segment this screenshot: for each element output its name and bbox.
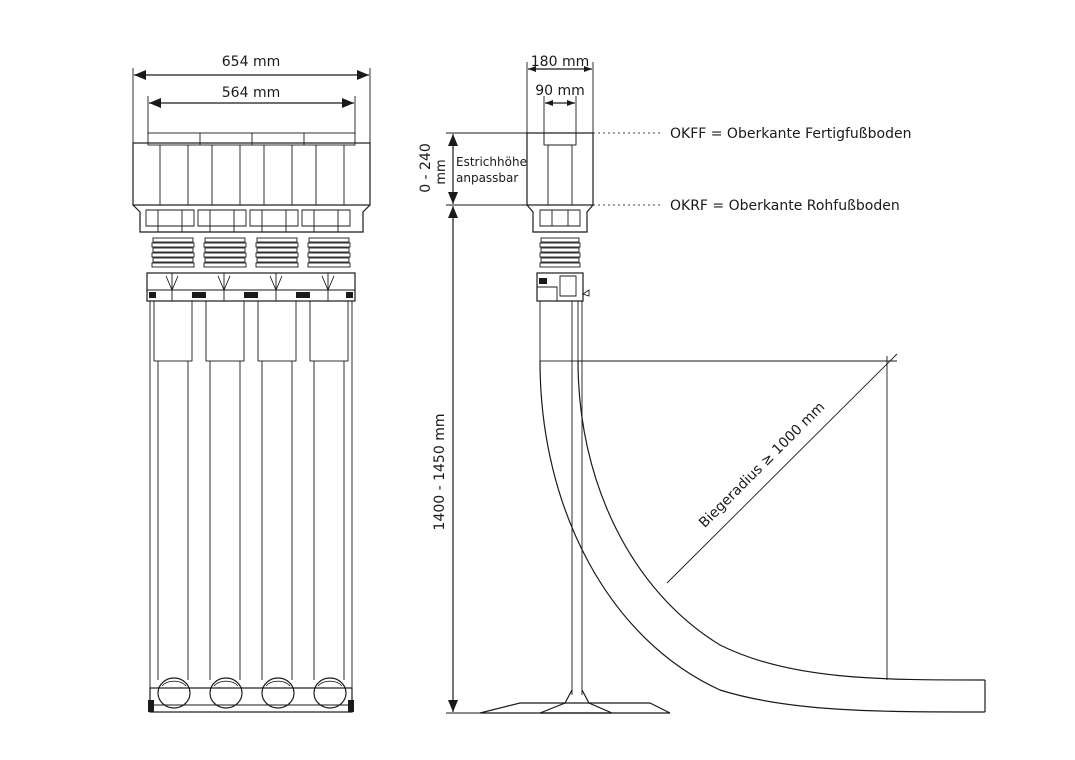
floor-stand xyxy=(479,689,671,714)
bend-pipe xyxy=(539,360,986,713)
side-connector xyxy=(536,272,590,302)
bellow xyxy=(151,237,195,268)
side-housing xyxy=(526,132,594,233)
screed-note-line1: Estrichhöhe xyxy=(456,155,527,169)
front-view: 654 mm 564 mm xyxy=(132,54,371,713)
side-view: 180 mm 90 mm xyxy=(418,54,986,714)
bend-radius-label: Biegeradius ≥ 1000 mm xyxy=(696,399,828,531)
pipe-loops xyxy=(148,677,354,713)
dimension-screed: 0 - 240 mm Estrichhöhe anpassbar xyxy=(418,134,527,204)
screed-note-line2: anpassbar xyxy=(456,171,518,185)
height-range-label: 1400 - 1450 mm xyxy=(432,414,448,531)
connector-strip xyxy=(146,272,356,302)
bellow xyxy=(255,237,299,268)
bellows-group xyxy=(151,237,351,268)
dimension-90: 90 mm xyxy=(535,83,585,143)
okrf-label: OKRF = Oberkante Rohfußboden xyxy=(670,198,900,214)
depth-inner-label: 90 mm xyxy=(535,83,585,99)
bellow xyxy=(307,237,351,268)
side-bellow xyxy=(539,237,581,268)
dimension-height: 1400 - 1450 mm xyxy=(432,206,480,714)
okff-label: OKFF = Oberkante Fertigfußboden xyxy=(670,126,911,142)
dimension-654: 654 mm xyxy=(132,54,371,200)
pipes-group xyxy=(149,300,353,700)
screed-range-value: 0 - 240 xyxy=(418,143,434,193)
width-inner-label: 564 mm xyxy=(222,85,280,101)
depth-outer-label: 180 mm xyxy=(531,54,589,70)
screed-range-unit: mm xyxy=(434,159,449,184)
distributor-housing xyxy=(132,132,371,233)
dimension-564: 564 mm xyxy=(147,85,356,135)
bend-radius-construction xyxy=(578,353,898,680)
side-pipe xyxy=(539,300,583,695)
bellow xyxy=(203,237,247,268)
dimension-180: 180 mm xyxy=(526,54,594,205)
width-outer-label: 654 mm xyxy=(222,54,280,70)
floor-reference-lines xyxy=(446,132,662,206)
